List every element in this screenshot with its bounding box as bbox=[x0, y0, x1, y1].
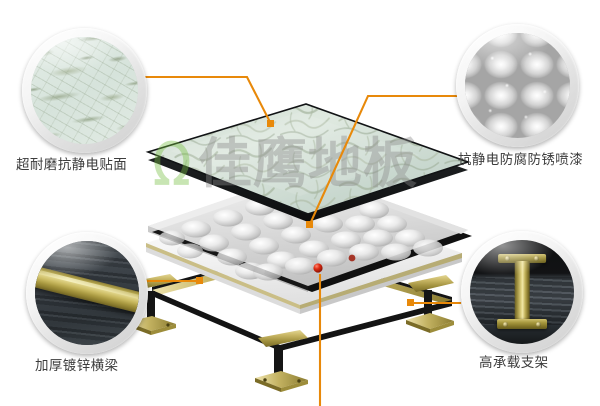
callout-inset-laminate bbox=[31, 37, 138, 144]
callout-pedestal[interactable] bbox=[461, 231, 583, 353]
callout-label-beam: 加厚镀锌横梁 bbox=[35, 358, 119, 374]
callout-label-laminate: 超耐磨抗静电贴面 bbox=[16, 157, 128, 173]
pedestal-base-plate-icon bbox=[497, 319, 547, 330]
corner-grommet bbox=[313, 263, 323, 273]
callout-beam[interactable] bbox=[26, 232, 148, 354]
callout-inset-beam bbox=[35, 241, 139, 345]
callout-inset-paint bbox=[465, 33, 570, 138]
hpl-texture-icon bbox=[31, 37, 138, 144]
callout-laminate[interactable] bbox=[22, 28, 147, 153]
callout-label-pedestal: 高承载支架 bbox=[479, 355, 549, 371]
callout-inset-pedestal bbox=[470, 240, 574, 344]
callout-label-paint: 抗静电防腐防锈喷漆 bbox=[458, 152, 584, 168]
dimpled-steel-icon bbox=[465, 33, 570, 138]
pedestal-column-icon bbox=[514, 260, 530, 326]
antistatic-hpl-tile bbox=[145, 103, 471, 222]
callout-paint[interactable] bbox=[456, 24, 579, 147]
